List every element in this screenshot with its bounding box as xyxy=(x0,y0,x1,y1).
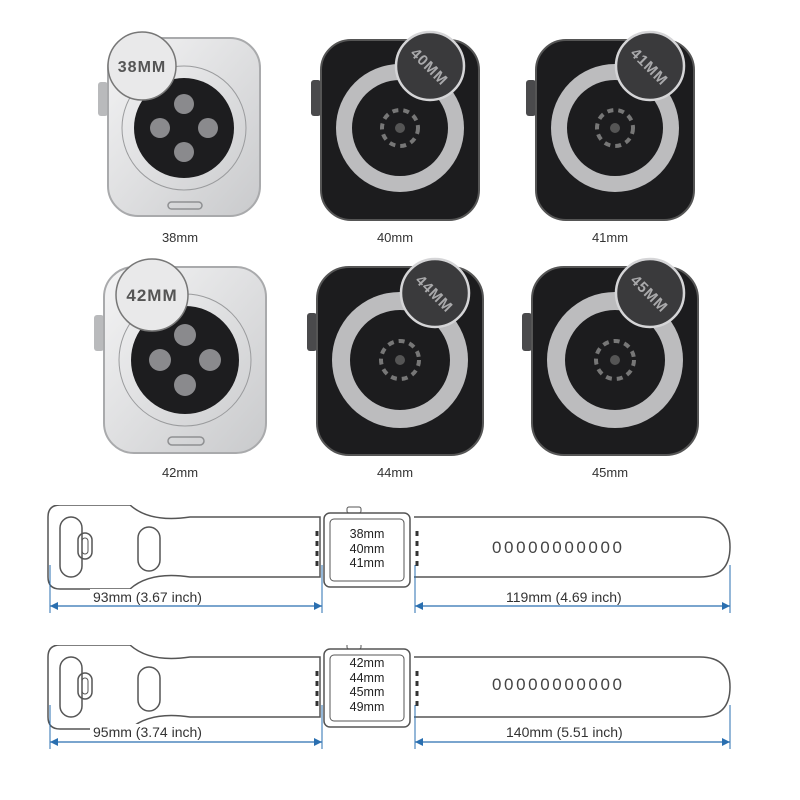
band-fit-size: 44mm xyxy=(349,670,385,685)
black-watch-back-image: 45MM xyxy=(522,257,699,456)
watch-42mm: 42MM 42mm xyxy=(70,245,290,485)
band-fit-size: 49mm xyxy=(349,699,385,714)
watch-size-caption: 45mm xyxy=(591,465,629,480)
magnifier-label: 42MM xyxy=(126,286,177,305)
right-length-label: 119mm (4.69 inch) xyxy=(503,589,625,605)
watch-size-caption: 42mm xyxy=(161,465,199,480)
band-diagram-small: 38mm 40mm 41mm 00000000000 93mm (3.67 in… xyxy=(40,505,750,635)
black-watch-back-image: 44MM xyxy=(307,257,484,456)
band-holes: 00000000000 xyxy=(492,675,625,694)
watch-44mm: 44MM 44mm xyxy=(285,245,505,485)
band-fit-size: 40mm xyxy=(349,541,385,556)
silver-watch-back-image: 42MM xyxy=(94,258,267,454)
left-length-label: 93mm (3.67 inch) xyxy=(90,589,205,605)
watch-45mm: 45MM 45mm xyxy=(500,245,720,485)
silver-watch-back-image: 38MM xyxy=(98,31,261,217)
watch-size-caption: 40mm xyxy=(376,230,414,245)
band-holes: 00000000000 xyxy=(492,538,625,557)
band-diagram-large: 42mm 44mm 45mm 49mm 00000000000 95mm (3.… xyxy=(40,645,750,775)
watch-40mm: 40MM 40mm xyxy=(285,10,505,250)
black-watch-back-image: 41MM xyxy=(526,30,695,221)
band-fit-size: 38mm xyxy=(349,527,385,541)
left-length-label: 95mm (3.74 inch) xyxy=(90,724,205,740)
band-fit-size: 45mm xyxy=(349,685,385,699)
band-outline-drawing xyxy=(47,645,731,749)
black-watch-back-image: 40MM xyxy=(311,30,480,221)
watch-38mm: 38MM 38mm xyxy=(70,10,290,250)
watch-size-caption: 44mm xyxy=(376,465,414,480)
band-fit-size: 42mm xyxy=(349,656,385,670)
watch-size-caption: 41mm xyxy=(591,230,629,245)
watch-41mm: 41MM 41mm xyxy=(500,10,720,250)
band-fit-sizes: 42mm 44mm 45mm 49mm xyxy=(332,656,402,714)
band-fit-sizes: 38mm 40mm 41mm xyxy=(332,527,402,571)
magnifier-label: 38MM xyxy=(118,59,166,76)
watch-size-caption: 38mm xyxy=(161,230,199,245)
band-fit-size: 41mm xyxy=(349,556,385,570)
band-outline-drawing xyxy=(47,505,731,613)
right-length-label: 140mm (5.51 inch) xyxy=(503,724,626,740)
